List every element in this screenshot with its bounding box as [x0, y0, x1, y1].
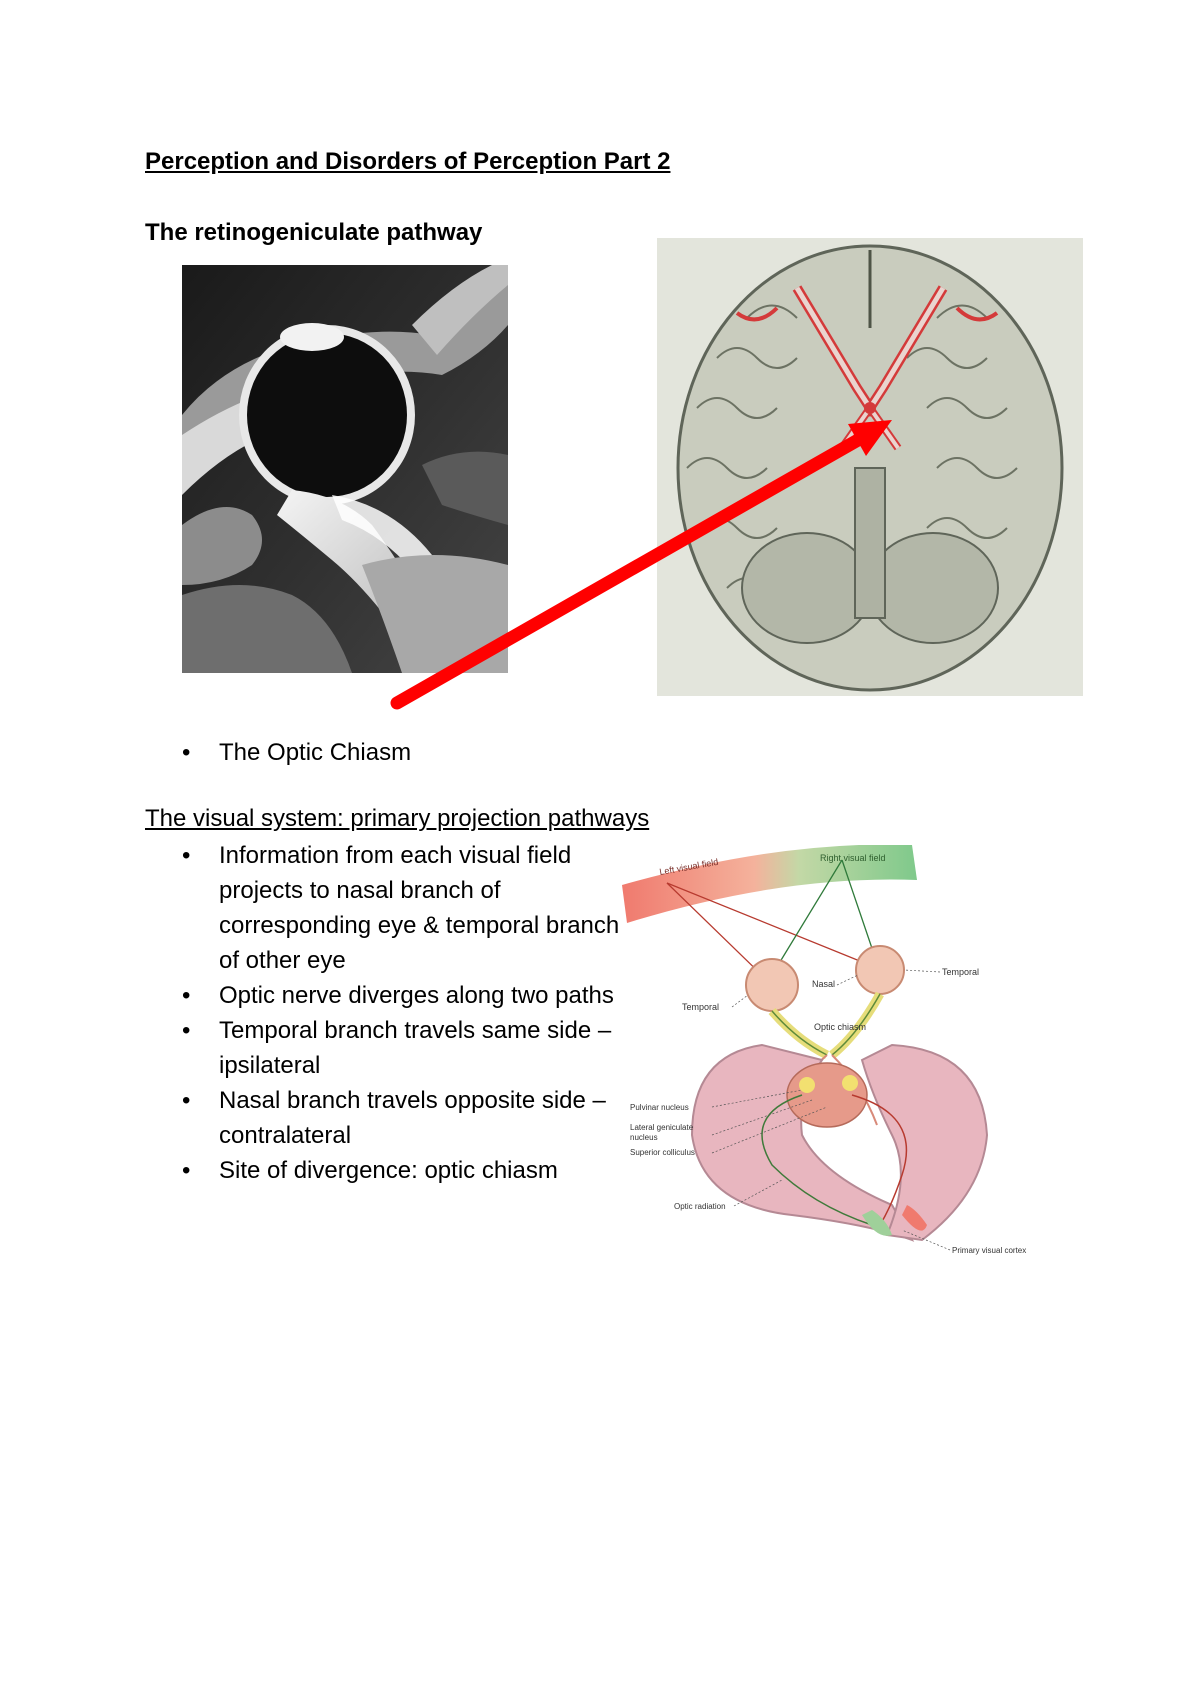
list-item: Optic nerve diverges along two paths	[145, 978, 625, 1013]
mri-eye-orbit-scan-icon	[182, 265, 508, 673]
list-item: Information from each visual field proje…	[145, 838, 625, 978]
brain-engraving-image	[657, 238, 1083, 696]
optic-chiasm-list: The Optic Chiasm	[145, 735, 645, 770]
visual-pathway-diagram-icon: Left visual field Right visual field Tem…	[622, 845, 1026, 1255]
mri-image	[182, 265, 508, 673]
brain-underside-engraving-icon	[657, 238, 1083, 696]
pulvinar-label: Pulvinar nucleus	[630, 1103, 689, 1112]
temporal-left-label: Temporal	[682, 1002, 719, 1012]
lgn-label-2: nucleus	[630, 1133, 658, 1142]
list-item: Temporal branch travels same side – ipsi…	[145, 1013, 625, 1083]
nasal-label: Nasal	[812, 979, 835, 989]
optic-radiation-label: Optic radiation	[674, 1202, 726, 1211]
visual-pathway-diagram: Left visual field Right visual field Tem…	[622, 845, 1062, 1260]
lgn-label-1: Lateral geniculate	[630, 1123, 694, 1132]
list-item: Nasal branch travels opposite side – con…	[145, 1083, 625, 1153]
section-heading-retinogeniculate: The retinogeniculate pathway	[145, 219, 483, 246]
superior-colliculus-label: Superior colliculus	[630, 1148, 695, 1157]
primary-visual-cortex-label: Primary visual cortex	[952, 1246, 1026, 1255]
section-heading-visual-system: The visual system: primary projection pa…	[145, 805, 650, 832]
optic-chiasm-label: Optic chiasm	[814, 1022, 866, 1032]
list-item: Site of divergence: optic chiasm	[145, 1153, 625, 1188]
visual-system-list: Information from each visual field proje…	[145, 838, 625, 1188]
list-item: The Optic Chiasm	[145, 735, 645, 770]
temporal-right-label: Temporal	[942, 967, 979, 977]
page-title: Perception and Disorders of Perception P…	[145, 148, 671, 175]
right-visual-field-label: Right visual field	[820, 853, 886, 863]
